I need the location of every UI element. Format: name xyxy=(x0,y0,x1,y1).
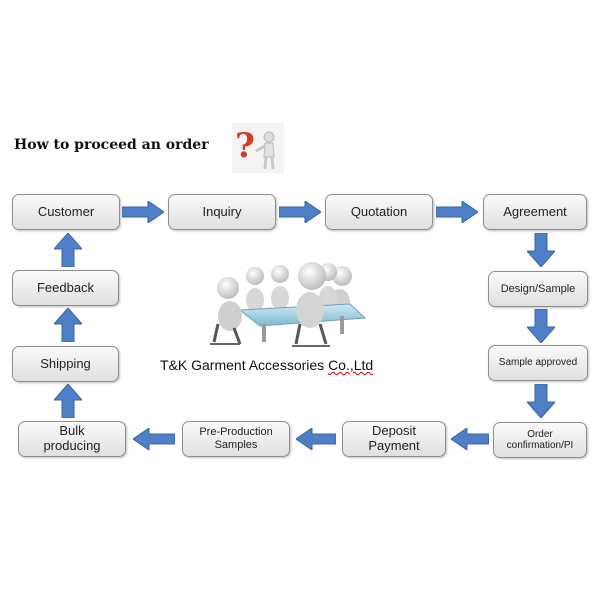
arrow-up-icon xyxy=(54,384,82,418)
sample-approved-step: Sample approved xyxy=(488,345,588,381)
arrow-up-icon xyxy=(54,233,82,267)
payment-label: Payment xyxy=(368,438,420,453)
company-name: T&K Garment Accessories Co.,Ltd xyxy=(160,357,373,373)
company-name-main: T&K Garment Accessories xyxy=(160,357,329,373)
samples-label: Samples xyxy=(214,439,258,451)
shipping-step: Shipping xyxy=(12,346,119,382)
bulk-producing-step: Bulk producing xyxy=(18,421,126,457)
page-title: How to proceed an order xyxy=(14,137,209,153)
arrow-down-icon xyxy=(527,384,555,418)
quotation-label: Quotation xyxy=(350,203,408,219)
customer-label: Customer xyxy=(37,203,95,219)
pre-production-label: Pre-Production xyxy=(199,426,273,439)
arrow-right-icon xyxy=(436,201,478,223)
order-confirmation-step: Order confirmation/PI xyxy=(493,422,587,458)
arrow-down-icon xyxy=(527,309,555,343)
arrow-up-icon xyxy=(54,308,82,342)
question-person-icon: ? xyxy=(232,123,284,173)
bulk-label: Bulk xyxy=(59,423,85,439)
deposit-payment-step: Deposit Payment xyxy=(342,421,446,457)
feedback-step: Feedback xyxy=(12,270,119,306)
agreement-label: Agreement xyxy=(503,203,567,219)
company-name-suffix: Co.,Ltd xyxy=(328,357,374,373)
arrow-left-icon xyxy=(296,428,336,450)
feedback-label: Feedback xyxy=(36,279,95,295)
deposit-label: Deposit xyxy=(371,423,417,439)
producing-label: producing xyxy=(43,438,101,453)
design-sample-label: Design/Sample xyxy=(500,282,576,295)
svg-text:?: ? xyxy=(235,126,255,166)
arrow-right-icon xyxy=(122,201,164,223)
arrow-right-icon xyxy=(279,201,321,223)
shipping-label: Shipping xyxy=(40,355,91,371)
order-label: Order xyxy=(527,428,553,440)
meeting-people-illustration xyxy=(210,262,367,347)
sample-approved-label: Sample approved xyxy=(498,357,578,369)
design-sample-step: Design/Sample xyxy=(488,271,588,307)
order-confirmation-label: confirmation/PI xyxy=(506,440,574,451)
arrow-left-icon xyxy=(451,428,489,450)
pre-production-samples-step: Pre-Production Samples xyxy=(182,421,290,457)
agreement-step: Agreement xyxy=(483,194,587,230)
inquiry-step: Inquiry xyxy=(168,194,276,230)
customer-step: Customer xyxy=(12,194,120,230)
arrow-down-icon xyxy=(527,233,555,267)
arrow-left-icon xyxy=(133,428,175,450)
inquiry-label: Inquiry xyxy=(202,203,242,219)
quotation-step: Quotation xyxy=(325,194,433,230)
